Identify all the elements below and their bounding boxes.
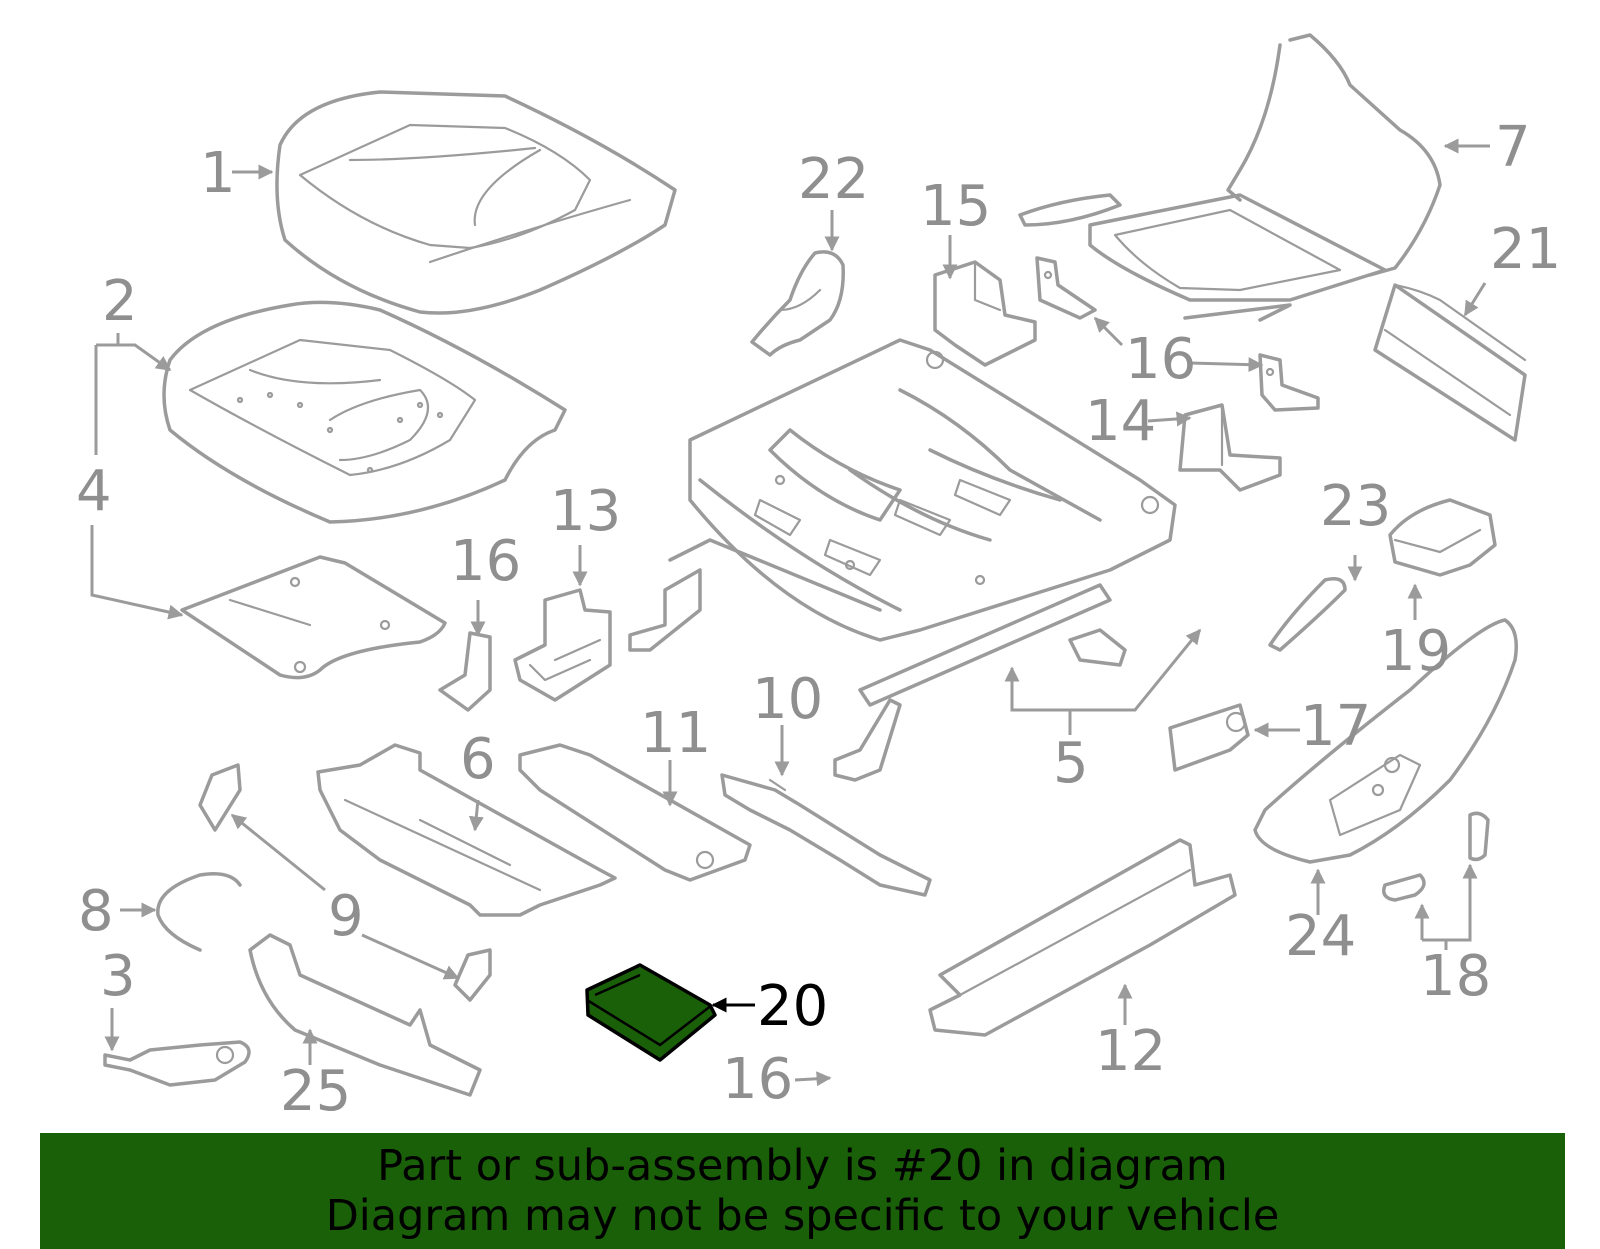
- callout-19: 19: [1380, 619, 1451, 684]
- callout-6: 6: [460, 727, 496, 792]
- part-7-back-frame: [1018, 33, 1442, 322]
- part-22-cover: [750, 250, 845, 357]
- leader-lines: [90, 138, 1490, 1087]
- info-banner: Part or sub-assembly is #20 in diagram D…: [40, 1133, 1565, 1249]
- callout-23: 23: [1320, 474, 1391, 539]
- callout-17: 17: [1300, 694, 1371, 759]
- part-19-cover: [1388, 498, 1497, 577]
- callout-9: 9: [328, 884, 364, 949]
- part-3-harness: [103, 1040, 251, 1087]
- callout-18: 18: [1420, 944, 1491, 1009]
- callout-16-bottom: 16: [722, 1047, 793, 1112]
- part-10-track: [720, 773, 932, 897]
- banner-line-2: Diagram may not be specific to your vehi…: [325, 1191, 1280, 1241]
- part-11-track: [518, 743, 752, 882]
- part-16-bracket-top: [1035, 256, 1097, 320]
- part-13-bracket: [513, 588, 612, 702]
- part-9-trims: [198, 763, 492, 1002]
- part-24-side-shield: [1253, 618, 1518, 864]
- callout-16-left: 16: [450, 529, 521, 594]
- callout-15: 15: [920, 174, 991, 239]
- part-17-switch: [1168, 703, 1250, 772]
- part-14-bracket: [1178, 403, 1282, 492]
- callout-11: 11: [640, 701, 711, 766]
- callout-13: 13: [550, 479, 621, 544]
- callout-1: 1: [200, 141, 236, 206]
- callout-16-top: 16: [1125, 327, 1196, 392]
- part-20-highlighted-module: [585, 963, 717, 1062]
- callout-4: 4: [76, 459, 112, 524]
- part-18-knobs: [1382, 811, 1490, 902]
- part-16-bracket-right: [1258, 353, 1320, 412]
- part-8-clip: [156, 872, 242, 952]
- callout-8: 8: [78, 879, 114, 944]
- part-23-trim: [1268, 577, 1347, 652]
- callout-12: 12: [1095, 1019, 1166, 1084]
- part-16-bracket-left: [438, 631, 492, 712]
- part-4-mat: [180, 555, 447, 680]
- callout-7: 7: [1495, 115, 1531, 180]
- callout-24: 24: [1285, 904, 1356, 969]
- callout-10: 10: [752, 667, 823, 732]
- callout-25: 25: [280, 1059, 351, 1124]
- callout-2: 2: [102, 269, 138, 334]
- part-1-cushion-cover: [275, 90, 677, 315]
- callout-labels: 1 2 4 22 15 7 21 16 14 13 16 23 19 5 17 …: [76, 115, 1561, 1124]
- part-25-trim: [248, 933, 482, 1097]
- callout-22: 22: [798, 147, 869, 212]
- callout-5: 5: [1053, 731, 1089, 796]
- part-2-cushion-pad: [162, 300, 567, 524]
- callout-20-highlighted: 20: [757, 974, 828, 1039]
- callout-21: 21: [1490, 217, 1561, 282]
- callout-3: 3: [100, 944, 136, 1009]
- part-21-module: [1373, 283, 1527, 442]
- callout-14: 14: [1085, 389, 1156, 454]
- part-12-trim: [928, 838, 1237, 1037]
- part-6-track: [316, 743, 617, 917]
- banner-line-1: Part or sub-assembly is #20 in diagram: [377, 1141, 1228, 1191]
- part-15-bracket: [933, 260, 1037, 367]
- part-5-seat-frame: [628, 338, 1177, 782]
